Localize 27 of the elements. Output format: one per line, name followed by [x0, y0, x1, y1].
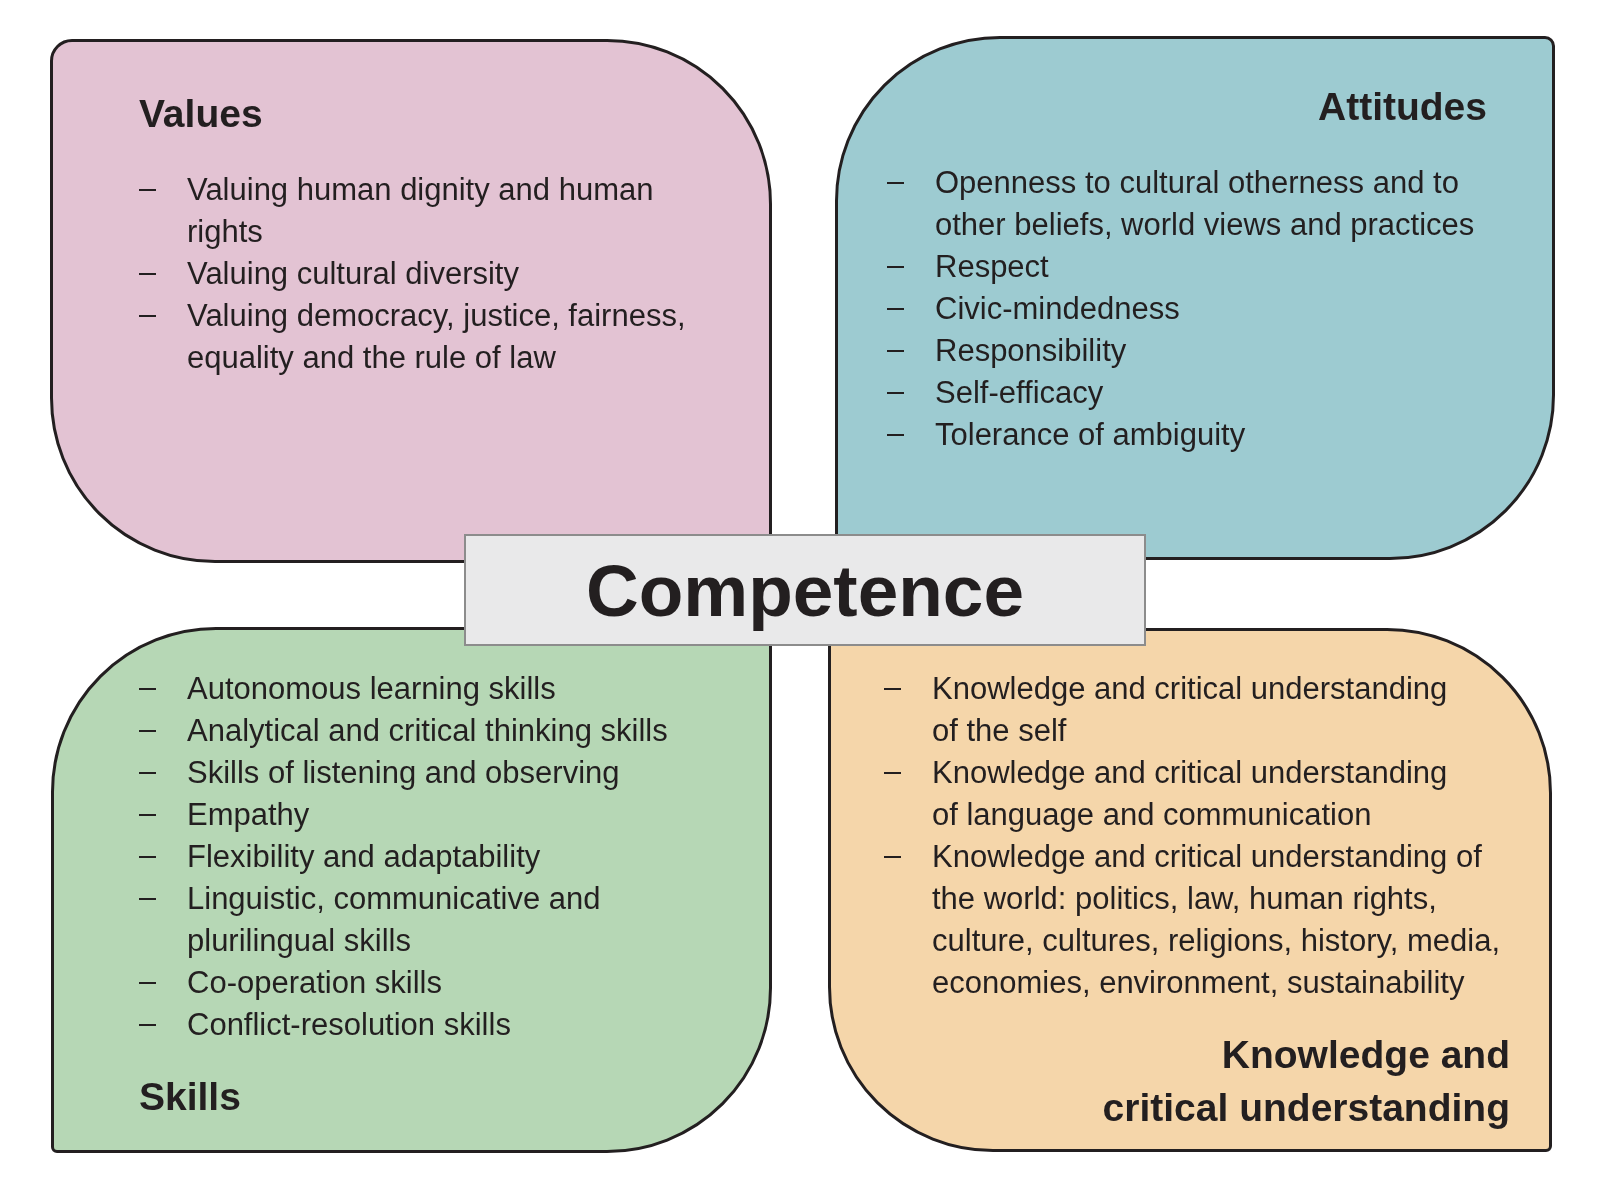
list-item: Linguistic, communicative and plurilingual skills: [139, 878, 723, 962]
list-item: Civic-mindedness: [887, 288, 1513, 330]
panel-heading: Skills: [139, 1074, 241, 1120]
list-item: Respect: [887, 246, 1513, 288]
list-item: Skills of listening and observing: [139, 752, 723, 794]
list-item: Openness to cultural otherness and to other beliefs, world views and practices: [887, 162, 1513, 246]
list-item: Flexibility and adaptability: [139, 836, 723, 878]
list-item: Valuing cultural diversity: [139, 253, 723, 295]
quadrant-panel: [835, 36, 1555, 560]
list-item: Valuing democracy, justice, fairness, equality and the rule of law: [139, 295, 723, 379]
panel-heading: Attitudes: [1318, 84, 1487, 130]
list-item: Co-operation skills: [139, 962, 723, 1004]
list-item: Analytical and critical thinking skills: [139, 710, 723, 752]
list-item: Valuing human dignity and human rights: [139, 169, 723, 253]
list-item: Responsibility: [887, 330, 1513, 372]
list-item: Conflict-resolution skills: [139, 1004, 723, 1046]
center-label: Competence: [464, 534, 1146, 646]
list-item: Empathy: [139, 794, 723, 836]
list-item: Knowledge and critical understanding of the world: politics, law, human rights, culture, cultures, religions, history, media, economies, environment, sustainability: [884, 836, 1515, 1004]
list-item: Knowledge and critical understanding of language and communication: [884, 752, 1471, 836]
panel-heading: Values: [139, 91, 263, 137]
quadrant-panel: [50, 39, 772, 563]
list-item: Knowledge and critical understanding of the self: [884, 668, 1471, 752]
list-item: Self-efficacy: [887, 372, 1513, 414]
list-item: Tolerance of ambiguity: [887, 414, 1513, 456]
list-item: Autonomous learning skills: [139, 668, 723, 710]
panel-heading: Knowledge and critical understanding: [1102, 1032, 1510, 1131]
